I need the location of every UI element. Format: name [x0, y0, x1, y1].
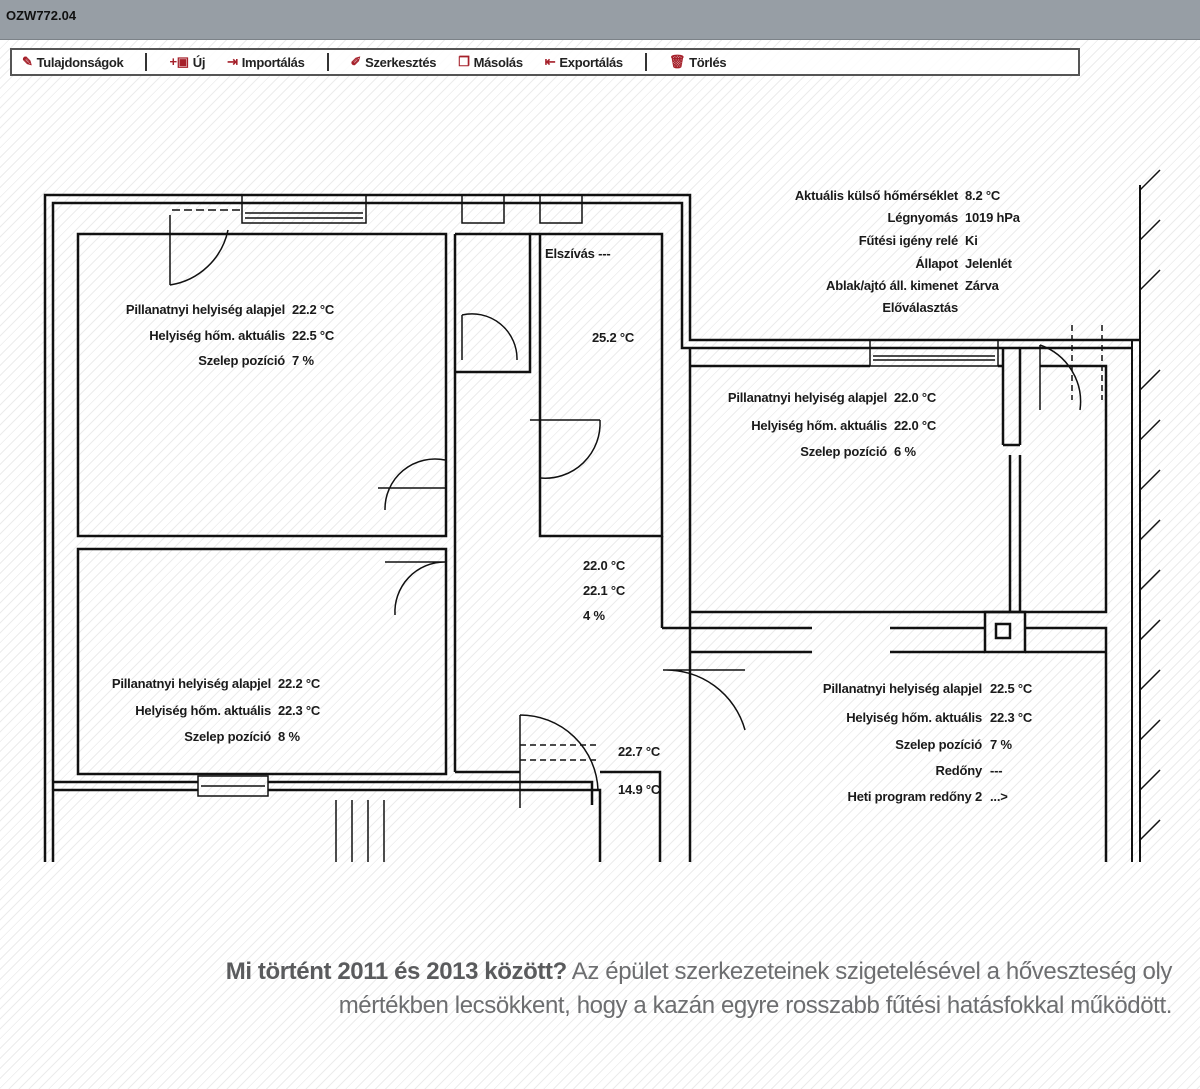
hall-valve[interactable]: 4 % — [583, 608, 605, 623]
wrench-icon: ✎ — [22, 54, 33, 69]
room-value: 22.2 °C — [292, 302, 335, 317]
room-value: --- — [990, 763, 1003, 778]
properties-button[interactable]: ✎Tulajdonságok — [22, 54, 124, 70]
info-label: Ablak/ajtó áll. kimenet — [826, 278, 958, 293]
room-label: Szelep pozíció — [800, 444, 887, 459]
hall-actual[interactable]: 22.1 °C — [583, 583, 626, 598]
toolbar-separator — [145, 53, 148, 71]
import-icon: ⇥ — [227, 54, 238, 69]
caption: Mi történt 2011 és 2013 között? Az épüle… — [212, 955, 1173, 1023]
room-value: 8 % — [278, 729, 300, 744]
room-label: Pillanatnyi helyiség alapjel — [111, 676, 271, 691]
temp-readout[interactable]: 14.9 °C — [618, 782, 661, 797]
import-button[interactable]: ⇥Importálás — [227, 54, 305, 70]
room-value: 22.0 °C — [894, 390, 937, 405]
toolbar: ✎Tulajdonságok +▣Új ⇥Importálás ✐Szerkes… — [10, 48, 1080, 76]
room-value: 22.0 °C — [894, 418, 937, 433]
room-value: 6 % — [894, 444, 916, 459]
caption-heading: Mi történt 2011 és 2013 között? — [225, 958, 567, 985]
new-image-icon: +▣ — [169, 54, 189, 69]
export-icon: ⇤ — [544, 54, 556, 69]
room-label: Heti program redőny 2 — [847, 789, 983, 804]
info-label: Aktuális külső hőmérséklet — [794, 188, 958, 203]
copy-icon: ❐ — [458, 54, 470, 69]
room-label: Szelep pozíció — [198, 353, 285, 368]
info-label: Légnyomás — [887, 210, 959, 225]
kitchen-extract[interactable]: Elszívás --- — [545, 246, 611, 261]
info-value: Jelenlét — [965, 256, 1012, 271]
room-label: Szelep pozíció — [184, 729, 271, 744]
room-value: 22.5 °C — [990, 681, 1033, 696]
room-label: Helyiség hőm. aktuális — [149, 328, 285, 343]
pencil-icon: ✐ — [350, 54, 362, 69]
copy-button[interactable]: ❐Másolás — [458, 54, 523, 70]
toolbar-separator — [326, 53, 329, 71]
caption-text: Az épület szerkezeteinek szigetelésével … — [338, 958, 1173, 1019]
edit-button[interactable]: ✐Szerkesztés — [350, 54, 437, 70]
window-title: OZW772.04 — [6, 8, 77, 23]
info-value: 1019 hPa — [965, 210, 1020, 225]
weekly-program-link[interactable]: ...> — [990, 789, 1008, 804]
new-button[interactable]: +▣Új — [169, 54, 206, 70]
window-titlebar: OZW772.04 — [0, 0, 1200, 40]
delete-button[interactable]: 🗑Törlés — [668, 54, 727, 70]
room-value: 22.3 °C — [278, 703, 321, 718]
room-label: Helyiség hőm. aktuális — [135, 703, 271, 718]
kitchen-temp[interactable]: 25.2 °C — [592, 330, 635, 345]
room-value: 22.5 °C — [292, 328, 335, 343]
toolbar-separator — [644, 53, 647, 71]
info-label: Fűtési igény relé — [858, 233, 958, 248]
room-label: Pillanatnyi helyiség alapjel — [822, 681, 982, 696]
room-value: 7 % — [292, 353, 314, 368]
info-value: 8.2 °C — [965, 188, 1001, 203]
info-label: Állapot — [915, 256, 958, 271]
room-label: Helyiség hőm. aktuális — [846, 710, 982, 725]
info-label[interactable]: Előválasztás — [882, 300, 958, 315]
room-value: 22.3 °C — [990, 710, 1033, 725]
room-label: Helyiség hőm. aktuális — [751, 418, 887, 433]
trash-icon: 🗑 — [668, 54, 686, 69]
room-label: Pillanatnyi helyiség alapjel — [125, 302, 285, 317]
export-button[interactable]: ⇤Exportálás — [544, 54, 623, 70]
room-label: Redőny — [935, 763, 983, 778]
room-value: 22.2 °C — [278, 676, 321, 691]
temp-readout[interactable]: 22.7 °C — [618, 744, 661, 759]
room-value: 7 % — [990, 737, 1012, 752]
room-label: Pillanatnyi helyiség alapjel — [727, 390, 887, 405]
info-value: Zárva — [965, 278, 999, 293]
info-value: Ki — [965, 233, 978, 248]
room-label: Szelep pozíció — [895, 737, 982, 752]
hall-setpoint[interactable]: 22.0 °C — [583, 558, 626, 573]
